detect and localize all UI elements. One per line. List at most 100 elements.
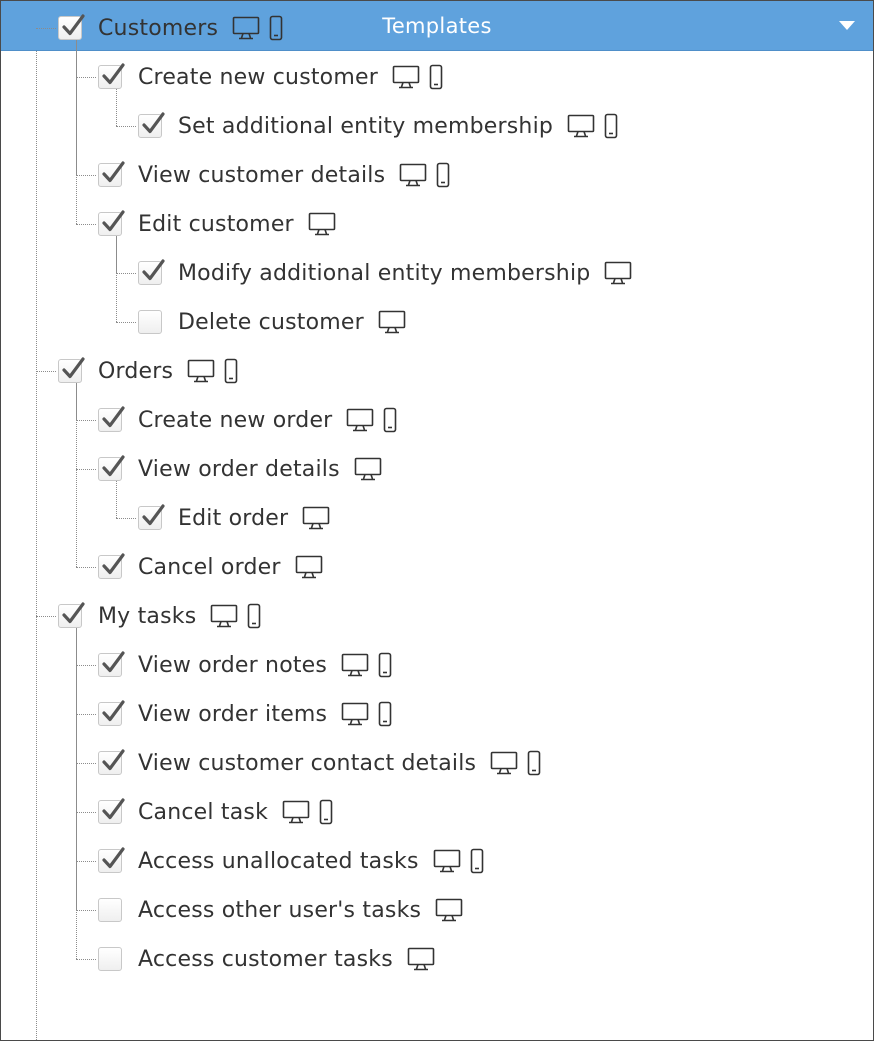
tree-node-label: View customer contact details [138, 750, 477, 776]
mobile-phone-icon [470, 848, 484, 874]
checkbox-checked[interactable] [138, 504, 165, 530]
tree-node[interactable]: My tasks [58, 598, 261, 634]
tree-node[interactable]: Set additional entity membership [138, 108, 618, 144]
desktop-monitor-icon [346, 408, 374, 432]
device-icons [490, 750, 541, 776]
tree-node-label: Create new customer [138, 64, 378, 90]
tree-node[interactable]: Cancel order [98, 549, 323, 585]
tree-guide-line [116, 481, 117, 518]
tree-guide-line [116, 236, 117, 322]
device-icons [346, 407, 397, 433]
tree-node[interactable]: View order items [98, 696, 392, 732]
device-icons [407, 947, 435, 971]
desktop-monitor-icon [282, 800, 310, 824]
device-icons [341, 701, 392, 727]
desktop-monitor-icon [295, 555, 323, 579]
tree-node-label: Access other user's tasks [138, 897, 422, 923]
tree-node[interactable]: Customers [58, 10, 283, 46]
mobile-phone-icon [378, 701, 392, 727]
tree-guide-line [76, 812, 96, 813]
device-icons [232, 15, 283, 41]
checkbox-checked[interactable] [58, 602, 85, 628]
checkbox-checked[interactable] [98, 161, 125, 187]
tree-node[interactable]: Create new customer [98, 59, 443, 95]
mobile-phone-icon [527, 750, 541, 776]
tree-node-label: Create new order [138, 407, 333, 433]
tree-guide-line [76, 420, 96, 421]
templates-header[interactable]: Templates [1, 1, 873, 51]
checkbox-checked[interactable] [138, 259, 165, 285]
tree-node[interactable]: Access unallocated tasks [98, 843, 484, 879]
tree-guide-line [76, 567, 96, 568]
tree-guide-line [36, 371, 56, 372]
tree-node[interactable]: Modify additional entity membership [138, 255, 632, 291]
desktop-monitor-icon [341, 702, 369, 726]
tree-node-label: Cancel task [138, 799, 269, 825]
tree-node[interactable]: View customer contact details [98, 745, 541, 781]
checkbox-unchecked[interactable] [98, 898, 122, 922]
desktop-monitor-icon [232, 16, 260, 40]
mobile-phone-icon [383, 407, 397, 433]
panel-title: Templates [382, 13, 492, 38]
tree-guide-line [76, 40, 77, 224]
tree-guide-line [76, 224, 96, 225]
desktop-monitor-icon [433, 849, 461, 873]
checkbox-unchecked[interactable] [138, 310, 162, 334]
tree-node[interactable]: Edit order [138, 500, 330, 536]
checkbox-checked[interactable] [138, 112, 165, 138]
desktop-monitor-icon [210, 604, 238, 628]
tree-node-label: Customers [98, 15, 219, 41]
tree-guide-line [76, 469, 96, 470]
checkbox-checked[interactable] [58, 14, 85, 40]
tree-node-label: Delete customer [178, 309, 364, 335]
device-icons [604, 261, 632, 285]
tree-node-label: Edit customer [138, 211, 294, 237]
desktop-monitor-icon [407, 947, 435, 971]
checkbox-checked[interactable] [98, 700, 125, 726]
tree-node-label: Orders [98, 358, 174, 384]
tree-node-label: View order details [138, 456, 340, 482]
mobile-phone-icon [436, 162, 450, 188]
checkbox-checked[interactable] [98, 553, 125, 579]
tree-guide-line [116, 273, 136, 274]
checkbox-checked[interactable] [98, 455, 125, 481]
tree-guide-line [76, 763, 96, 764]
tree-node[interactable]: View customer details [98, 157, 450, 193]
checkbox-checked[interactable] [98, 847, 125, 873]
tree-node[interactable]: Access customer tasks [98, 941, 435, 977]
tree-node[interactable]: Create new order [98, 402, 397, 438]
triangle-down-icon[interactable] [839, 21, 855, 30]
tree-node[interactable]: Access other user's tasks [98, 892, 463, 928]
checkbox-checked[interactable] [98, 798, 125, 824]
tree-node[interactable]: Orders [58, 353, 238, 389]
desktop-monitor-icon [399, 163, 427, 187]
tree-node-label: My tasks [98, 603, 197, 629]
checkbox-checked[interactable] [58, 357, 85, 383]
tree-node[interactable]: View order notes [98, 647, 392, 683]
tree-guide-line [76, 714, 96, 715]
checkbox-checked[interactable] [98, 406, 125, 432]
tree-node[interactable]: Delete customer [138, 304, 406, 340]
tree-guide-line [76, 628, 77, 959]
tree-node[interactable]: Cancel task [98, 794, 333, 830]
checkbox-checked[interactable] [98, 210, 125, 236]
tree-node-label: View order items [138, 701, 328, 727]
desktop-monitor-icon [567, 114, 595, 138]
tree-guide-line [36, 616, 56, 617]
tree-node[interactable]: Edit customer [98, 206, 336, 242]
checkbox-checked[interactable] [98, 63, 125, 89]
tree-node-label: Edit order [178, 505, 289, 531]
checkbox-checked[interactable] [98, 651, 125, 677]
device-icons [399, 162, 450, 188]
tree-node-label: Modify additional entity membership [178, 260, 591, 286]
tree-node-label: Access customer tasks [138, 946, 393, 972]
desktop-monitor-icon [308, 212, 336, 236]
tree-guide-line [76, 910, 96, 911]
tree-node[interactable]: View order details [98, 451, 382, 487]
checkbox-checked[interactable] [98, 749, 125, 775]
checkbox-unchecked[interactable] [98, 947, 122, 971]
tree-guide-line [76, 175, 96, 176]
mobile-phone-icon [247, 603, 261, 629]
device-icons [308, 212, 336, 236]
